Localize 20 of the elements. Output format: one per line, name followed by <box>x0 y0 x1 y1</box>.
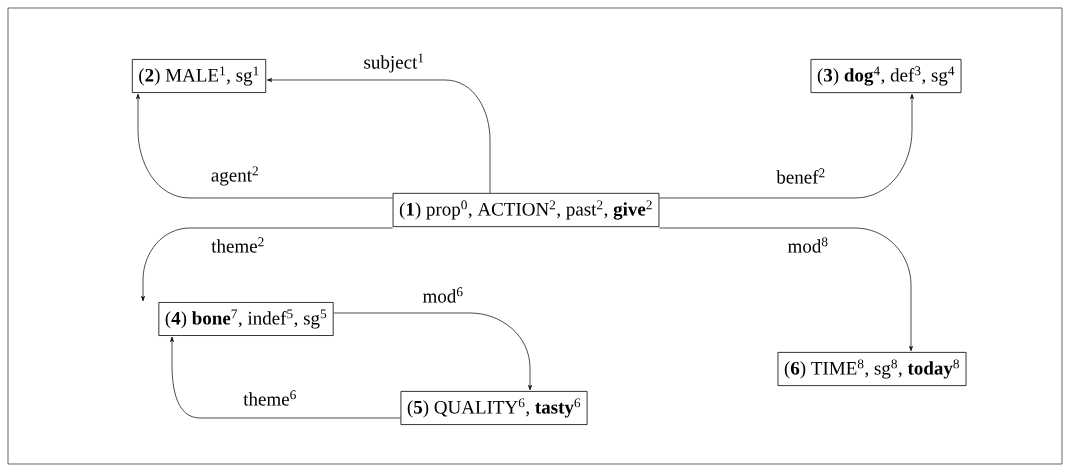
edge-label: theme$^{2}$ <box>211 237 264 253</box>
feature-box: (2) MALE$^{1}$, sg$^{1}$ <box>131 59 267 93</box>
arrow <box>659 227 913 352</box>
edge-label: subject$^{1}$ <box>364 53 424 73</box>
edge-label: mod$^{8}$ <box>787 237 828 253</box>
edge-label: mod$^{6}$ <box>422 287 463 303</box>
arrow <box>266 78 491 194</box>
edge-label: agent$^{2}$ <box>211 166 258 186</box>
arrow <box>170 336 401 419</box>
edge-label: benef$^{2}$ <box>776 168 825 184</box>
edge-label: theme$^{6}$ <box>243 390 296 406</box>
arrow <box>136 93 393 199</box>
feature-box: (3) dog$^{4}$, def$^{3}$, sg$^{4}$ <box>810 58 962 94</box>
arrow <box>659 93 914 199</box>
feature-box: (6) TIME$^{8}$, sg$^{8}$, today$^{8}$ <box>777 352 967 386</box>
arrow <box>333 312 532 391</box>
feature-box: (5) QUALITY$^{6}$, tasty$^{6}$ <box>400 391 588 425</box>
feature-box: (4) bone$^{7}$, indef$^{5}$, sg$^{5}$ <box>158 302 334 336</box>
feature-box: (1) prop$^{0}$, ACTION$^{2}$, past$^{2}$, give$^{2}$ <box>392 192 660 228</box>
arrow <box>141 227 393 302</box>
